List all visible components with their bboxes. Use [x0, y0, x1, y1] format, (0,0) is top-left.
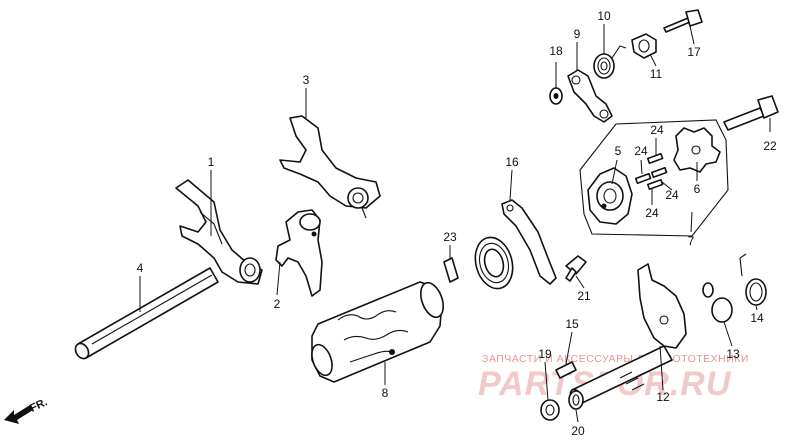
watermark-tagline: ЗАПЧАСТИ И АКСЕССУАРЫ ДЛЯ МОТОТЕХНИКИ [482, 353, 749, 365]
shift-drum-bearing [474, 236, 514, 290]
dowel-pin [443, 257, 459, 283]
collar-11 [631, 33, 657, 59]
callout-15: 15 [565, 317, 579, 331]
callout-5: 5 [615, 144, 622, 158]
stopper-plate [567, 69, 613, 123]
front-direction-marker: FR. [4, 396, 49, 424]
callout-labels: 1 2 3 4 5 6 7 8 9 10 11 12 13 14 15 16 1… [137, 9, 777, 438]
callout-17: 17 [687, 45, 701, 59]
shift-drum [311, 281, 445, 383]
spindle-parts-lower [540, 361, 584, 421]
stopper-bolt [565, 255, 587, 282]
callout-12: 12 [656, 390, 670, 404]
leader-lines [139, 24, 771, 423]
callout-4: 4 [137, 261, 144, 275]
callout-2: 2 [274, 297, 281, 311]
callout-11: 11 [650, 67, 663, 81]
callout-19: 19 [538, 347, 552, 361]
callout-16: 16 [505, 155, 519, 169]
callout-20: 20 [571, 424, 585, 438]
drum-center-assembly [579, 119, 729, 237]
callout-13: 13 [726, 347, 740, 361]
washer-18 [549, 87, 563, 105]
spring-14 [739, 253, 767, 306]
callout-24a: 24 [650, 123, 664, 137]
callout-9: 9 [574, 27, 581, 41]
shift-fork-1 [175, 179, 263, 285]
callout-1: 1 [208, 155, 215, 169]
callout-3: 3 [303, 73, 310, 87]
callout-23: 23 [443, 230, 457, 244]
front-label: FR. [28, 396, 49, 414]
shift-fork-shaft [74, 267, 219, 360]
callout-24d: 24 [645, 206, 659, 220]
spring-pin-13 [702, 282, 733, 323]
drum-stopper-arm [501, 199, 557, 285]
bolt-17 [663, 9, 703, 33]
callout-24c: 24 [665, 188, 679, 202]
return-spring-10 [593, 45, 627, 79]
callout-8: 8 [382, 386, 389, 400]
callout-10: 10 [597, 9, 611, 23]
gearshift-spindle [569, 263, 687, 406]
bolt-22 [723, 95, 779, 131]
callout-21: 21 [577, 289, 591, 303]
shift-fork-2 [275, 209, 323, 297]
callout-24b: 24 [634, 144, 648, 158]
front-arrow-icon [4, 405, 33, 424]
callout-14: 14 [750, 311, 764, 325]
callout-6: 6 [694, 182, 701, 196]
shift-fork-3 [279, 115, 381, 219]
callout-7: 7 [688, 234, 695, 248]
callout-18: 18 [549, 44, 563, 58]
callout-22: 22 [763, 139, 777, 153]
